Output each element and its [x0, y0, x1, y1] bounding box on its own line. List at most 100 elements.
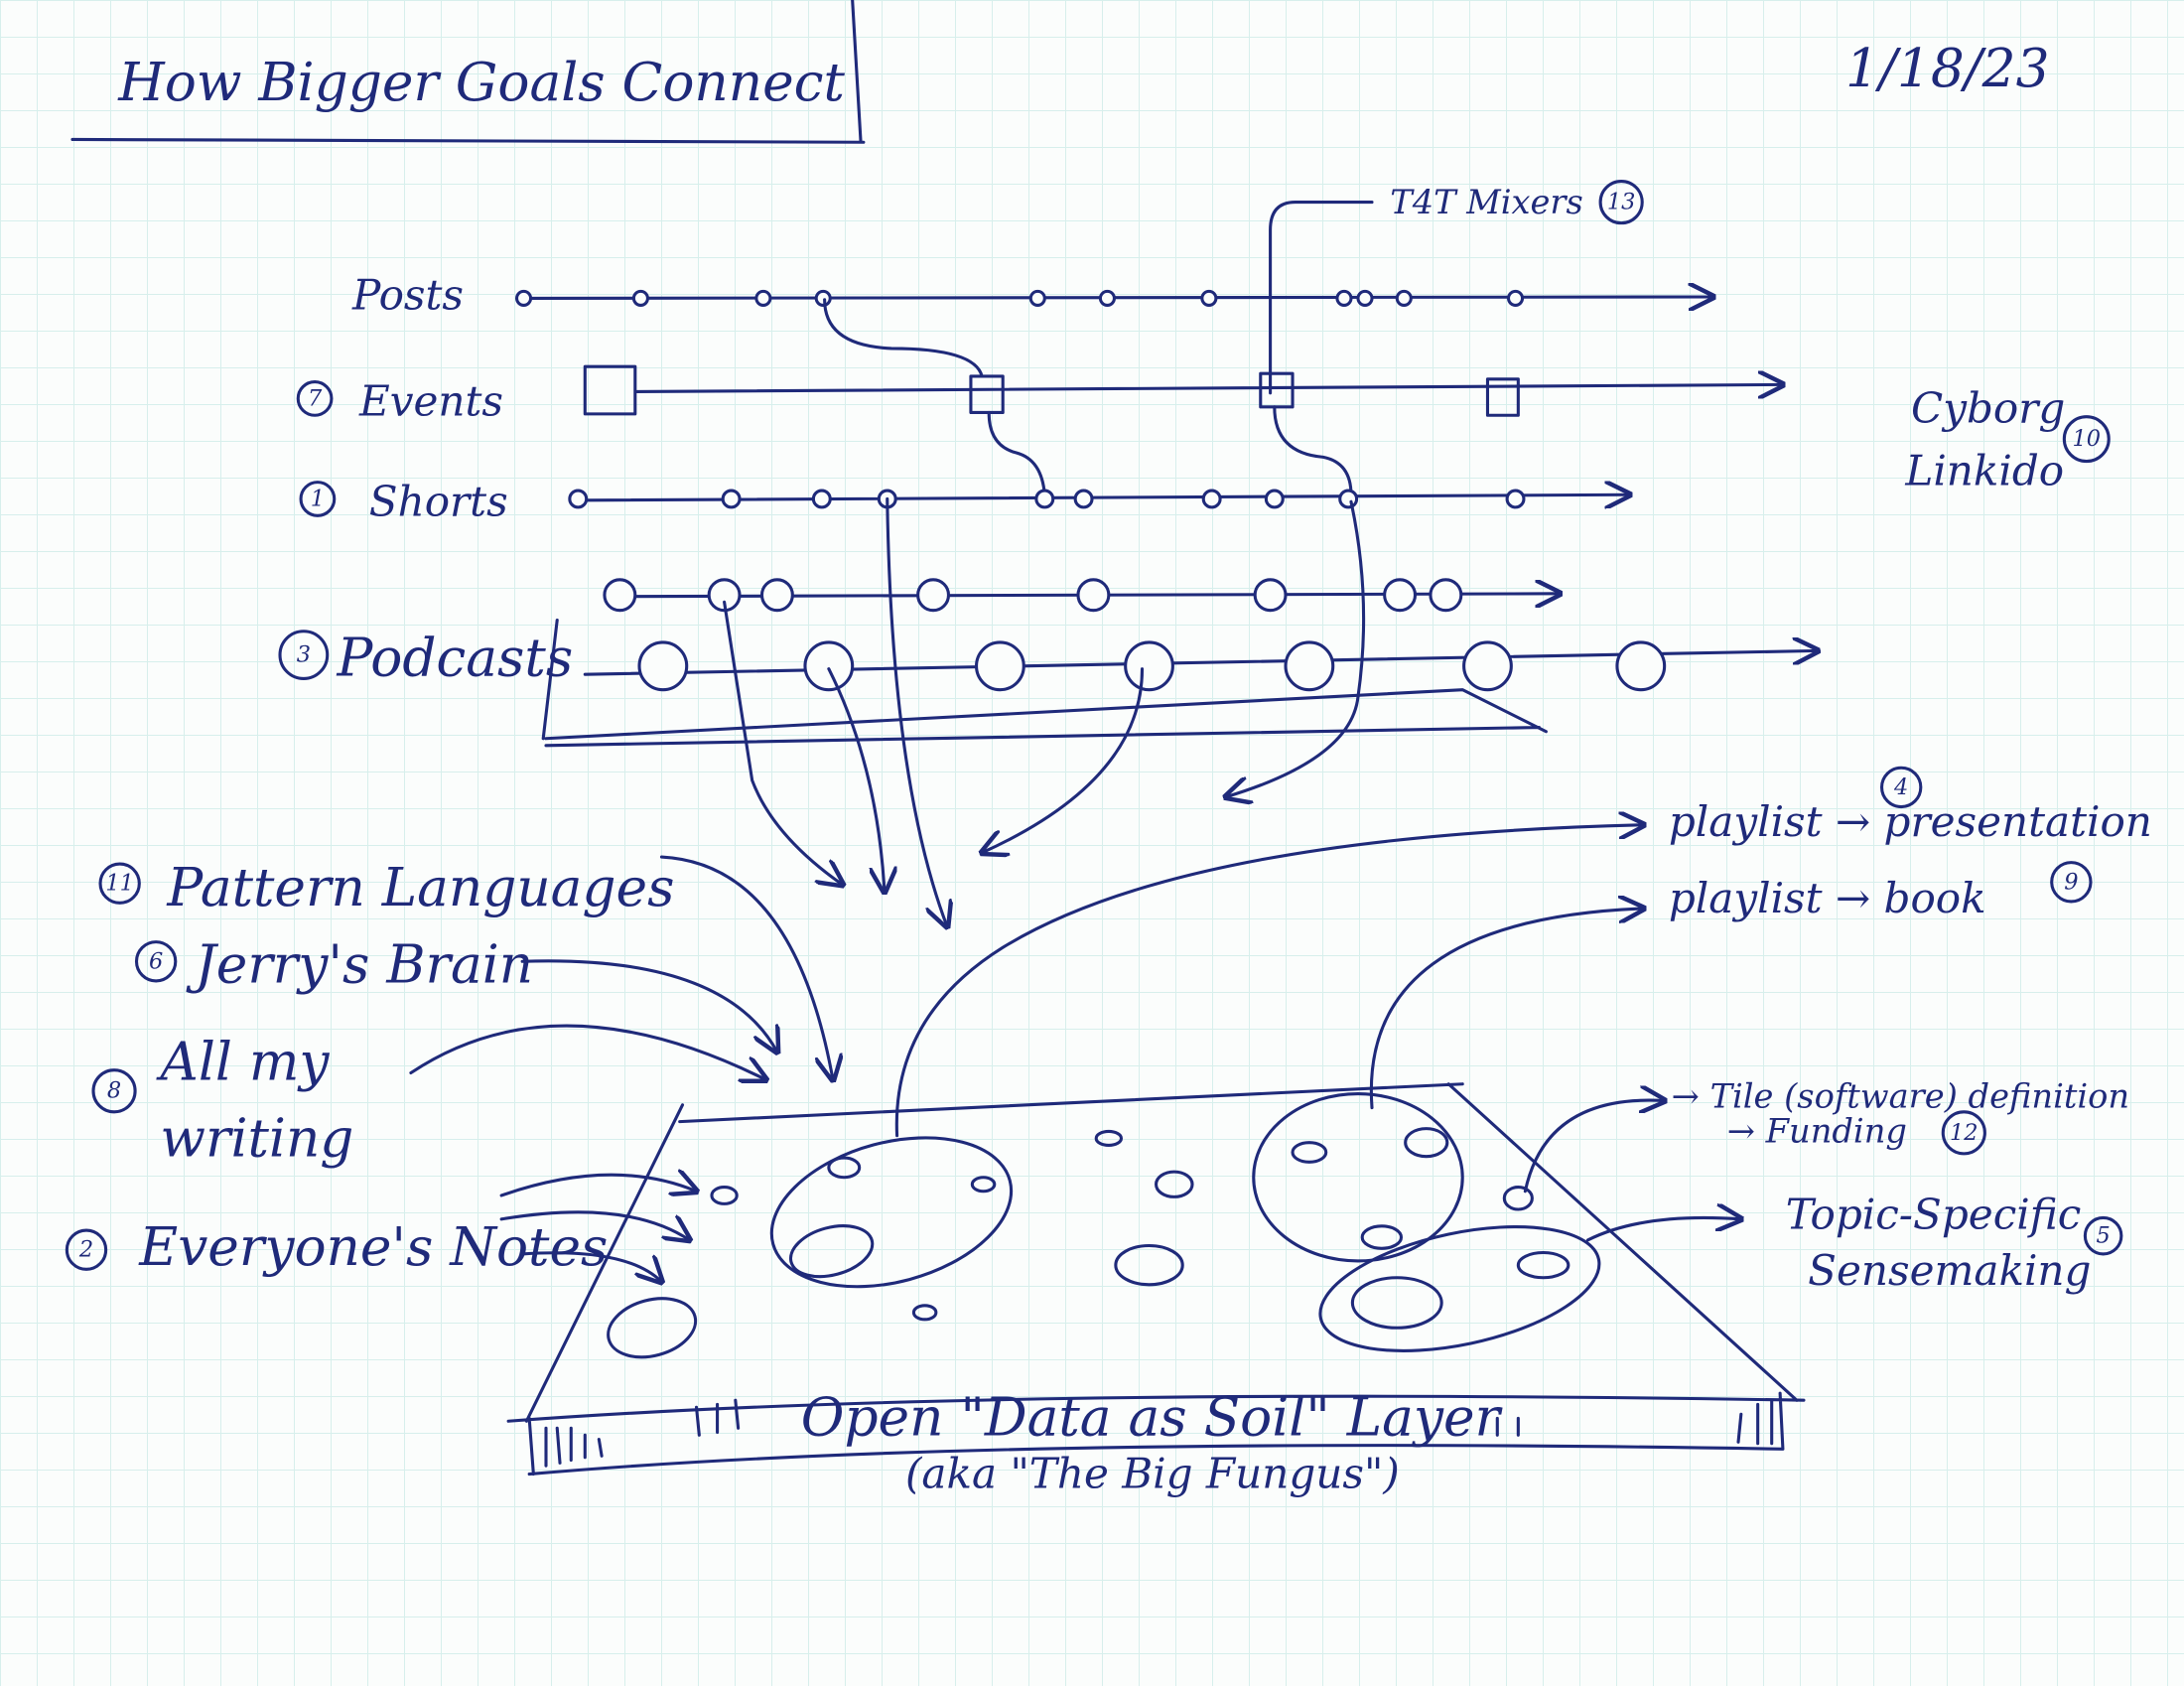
date: 1/18/23: [1845, 38, 2049, 99]
post-node: [1506, 289, 1525, 307]
shorts-stream: 1 Shorts: [299, 477, 1630, 525]
event-to-short-link: [987, 410, 1046, 496]
short-node: [1073, 489, 1094, 509]
number-circle: [1879, 766, 1923, 809]
number-text: 10: [2073, 426, 2102, 452]
number-circle: [2050, 861, 2093, 904]
t4t-label-text: T4T Mixers: [1390, 183, 1583, 221]
short-node: [811, 489, 832, 509]
soil-layer-subtitle: (aka "The Big Fungus"): [905, 1450, 1400, 1498]
source-pattern-languages: 11 Pattern Languages: [98, 855, 833, 1079]
podcast-node: [975, 640, 1025, 692]
output-playlist-presentation: playlist → presentation 4: [1669, 766, 2152, 846]
output-label-line1: Cyborg: [1911, 383, 2065, 432]
number-circle: [2062, 415, 2111, 464]
post-node: [1028, 289, 1046, 307]
podcast-nodes-row1: [603, 578, 1463, 613]
short-node: [1338, 489, 1359, 509]
post-node: [1335, 289, 1353, 307]
short-node: [1034, 489, 1055, 509]
source-everyones-notes: 2 Everyone's Notes: [65, 1175, 696, 1282]
short-node: [1505, 489, 1526, 509]
events-stream: 7 Events: [296, 298, 1783, 496]
number-circle: [134, 940, 178, 983]
number-text: 8: [107, 1078, 121, 1104]
podcasts-stream: 3 Podcasts: [278, 578, 1818, 748]
podcast-node: [637, 640, 689, 692]
events-label: Events: [358, 376, 503, 425]
page-title: How Bigger Goals Connect: [117, 52, 845, 113]
posts-stream: Posts: [351, 271, 1713, 320]
number-circle: [296, 380, 334, 417]
number-text: 13: [1607, 190, 1636, 215]
podcast-node: [603, 578, 637, 613]
soil-band-outline: [506, 1391, 1806, 1476]
short-node: [568, 489, 589, 509]
stream-arrows: [723, 496, 1366, 926]
soil-plane: [524, 825, 1799, 1423]
podcast-node: [916, 578, 951, 613]
plane-edges: [524, 1082, 1799, 1423]
source-label-line1: All my: [155, 1032, 330, 1093]
number-text: 11: [105, 871, 134, 897]
output-cyborg-linkido: Cyborg Linkido 10: [1904, 383, 2111, 494]
output-label-line2: → Funding: [1727, 1112, 1907, 1151]
shorts-timeline: [583, 494, 1629, 500]
post-node: [514, 289, 533, 307]
number-text: 4: [1893, 774, 1908, 800]
soil-hatching: [544, 1398, 1774, 1468]
source-label: Jerry's Brain: [186, 933, 533, 995]
post-node: [1200, 289, 1218, 307]
post-nodes: [514, 289, 1525, 307]
output-label: playlist → book: [1669, 874, 1986, 922]
short-nodes: [568, 489, 1526, 509]
podcast-node: [1124, 640, 1174, 692]
podcast-node: [1253, 578, 1288, 613]
title-block: How Bigger Goals Connect: [70, 0, 866, 144]
podcasts-extra-lines: [541, 618, 1548, 748]
output-tile-definition: → Tile (software) definition → Funding 1…: [1672, 1077, 2129, 1156]
event-node: [1485, 377, 1520, 417]
podcasts-label: Podcasts: [337, 628, 574, 689]
cluster-blob: [1252, 1092, 1464, 1263]
output-label-line1: Topic-Specific: [1786, 1191, 2082, 1239]
event-node: [969, 374, 1005, 414]
shorts-label: Shorts: [369, 477, 508, 525]
title-box-lines: [70, 0, 866, 144]
post-to-event-link: [823, 298, 984, 378]
podcast-node: [1383, 578, 1418, 613]
number-circle: [1598, 180, 1644, 225]
output-label-line2: Linkido: [1904, 446, 2064, 494]
podcast-node: [803, 640, 855, 692]
short-node: [721, 489, 742, 509]
output-label-line2: Sensemaking: [1808, 1246, 2091, 1295]
output-label-line1: → Tile (software) definition: [1672, 1077, 2129, 1116]
podcast-nodes-row2: [637, 640, 1667, 692]
t4t-connector: [1269, 201, 1374, 395]
number-text: 2: [78, 1237, 93, 1263]
number-circle: [299, 481, 337, 517]
podcast-node: [1462, 640, 1513, 692]
source-label: Everyone's Notes: [138, 1216, 608, 1278]
number-text: 7: [308, 385, 323, 411]
podcast-node: [1284, 640, 1335, 692]
post-node: [1395, 289, 1413, 307]
number-circle: [98, 862, 141, 905]
events-timeline: [634, 384, 1783, 391]
posts-label: Posts: [351, 271, 464, 320]
number-text: 9: [2064, 869, 2078, 895]
short-node: [1264, 489, 1285, 509]
posts-timeline: [527, 297, 1713, 298]
podcast-node: [759, 578, 794, 613]
event-to-short-link: [1273, 405, 1353, 496]
source-all-my-writing: 8 All my writing: [91, 1024, 766, 1170]
number-text: 3: [297, 642, 311, 668]
source-label-line2: writing: [160, 1108, 353, 1170]
post-node: [1356, 289, 1374, 307]
post-node: [1098, 289, 1116, 307]
number-text: 1: [311, 486, 325, 511]
post-node: [754, 289, 772, 307]
podcast-node: [1615, 640, 1667, 692]
source-jerrys-brain: 6 Jerry's Brain: [134, 933, 777, 1052]
